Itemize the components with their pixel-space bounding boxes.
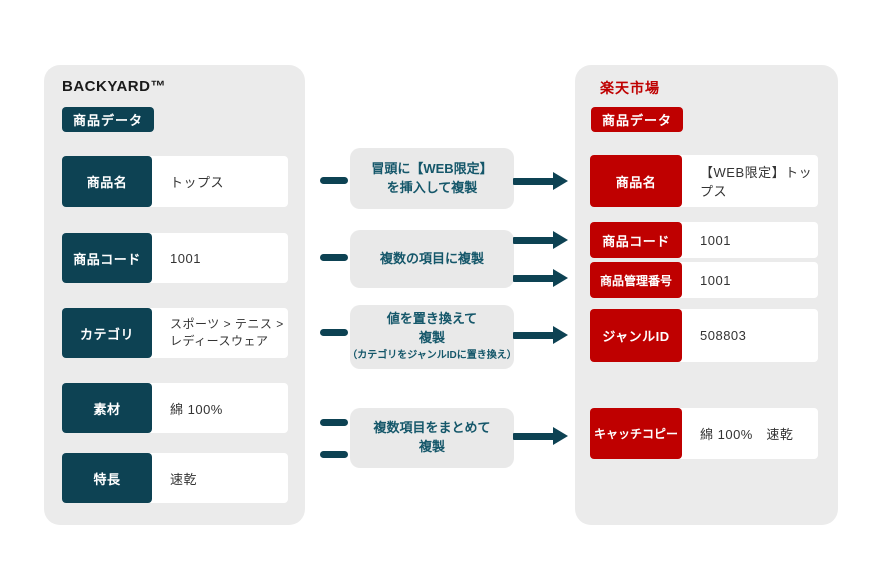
field-value: トップス xyxy=(170,175,225,190)
arrow-right-icon xyxy=(513,269,568,288)
arrow-right-icon xyxy=(513,231,568,250)
field-row-category: カテゴリ スポーツ > テニス > レディースウェア xyxy=(62,308,288,358)
field-value: スポーツ > テニス > レディースウェア xyxy=(170,316,284,348)
field-label: 商品管理番号 xyxy=(590,262,682,298)
backyard-data-badge: 商品データ xyxy=(62,107,155,132)
field-value: 1001 xyxy=(170,250,201,266)
field-value: 【WEB限定】トップス xyxy=(700,165,813,199)
field-row-catch-copy: キャッチコピー 綿 100% 速乾 xyxy=(590,408,818,459)
transform-box-copy-multiple: 複数の項目に複製 xyxy=(350,230,514,288)
field-label: 特長 xyxy=(62,453,152,503)
field-value: 508803 xyxy=(700,328,747,343)
backyard-title: BACKYARD™ xyxy=(62,78,166,95)
rakuten-data-badge: 商品データ xyxy=(591,107,684,132)
field-row-genre-id: ジャンルID 508803 xyxy=(590,309,818,362)
connector-dash-icon xyxy=(320,254,348,261)
field-row-product-code: 商品コード 1001 xyxy=(590,222,818,258)
arrow-right-icon xyxy=(513,427,568,446)
arrow-right-icon xyxy=(513,172,568,191)
field-label: 商品名 xyxy=(590,155,682,207)
transform-box-replace-value: 値を置き換えて 複製 （カテゴリをジャンルIDに置き換え） xyxy=(347,305,517,369)
connector-dash-icon xyxy=(320,177,348,184)
transform-note: （カテゴリをジャンルIDに置き換え） xyxy=(347,350,517,362)
field-label: 素材 xyxy=(62,383,152,433)
arrow-right-icon xyxy=(513,326,568,345)
field-value: 1001 xyxy=(700,232,731,248)
field-value: 速乾 xyxy=(170,471,198,487)
transform-text: 冒頭に【WEB限定】 を挿入して複製 xyxy=(371,160,493,195)
transform-text: 複数の項目に複製 xyxy=(379,250,484,266)
transform-text: 複数項目をまとめて 複製 xyxy=(373,420,491,454)
field-value: 綿 100% 速乾 xyxy=(700,427,794,442)
field-row-product-name: 商品名 トップス xyxy=(62,156,288,207)
field-value: 1001 xyxy=(700,272,731,288)
field-value: 綿 100% xyxy=(170,401,223,417)
field-label: カテゴリ xyxy=(62,308,152,358)
connector-dash-icon xyxy=(320,451,348,458)
field-label: 商品コード xyxy=(62,233,152,283)
transform-box-insert-prefix: 冒頭に【WEB限定】 を挿入して複製 xyxy=(350,148,514,209)
rakuten-panel: 楽天市場 商品データ 商品名 【WEB限定】トップス 商品コード 1001 商品… xyxy=(575,65,838,525)
backyard-panel: BACKYARD™ 商品データ 商品名 トップス 商品コード 1001 カテゴリ… xyxy=(44,65,305,525)
field-label: キャッチコピー xyxy=(590,408,682,459)
transform-text: 値を置き換えて 複製 xyxy=(386,311,478,346)
field-row-product-name: 商品名 【WEB限定】トップス xyxy=(590,155,818,207)
field-label: 商品名 xyxy=(62,156,152,207)
field-row-material: 素材 綿 100% xyxy=(62,383,288,433)
connector-dash-icon xyxy=(320,419,348,426)
field-label: 商品コード xyxy=(590,222,682,258)
rakuten-title: 楽天市場 xyxy=(600,80,660,96)
transform-box-combine-fields: 複数項目をまとめて 複製 xyxy=(350,408,514,468)
field-row-feature: 特長 速乾 xyxy=(62,453,288,503)
connector-dash-icon xyxy=(320,329,348,336)
field-row-product-code: 商品コード 1001 xyxy=(62,233,288,283)
field-row-product-mgmt-number: 商品管理番号 1001 xyxy=(590,262,818,298)
field-label: ジャンルID xyxy=(590,309,682,362)
